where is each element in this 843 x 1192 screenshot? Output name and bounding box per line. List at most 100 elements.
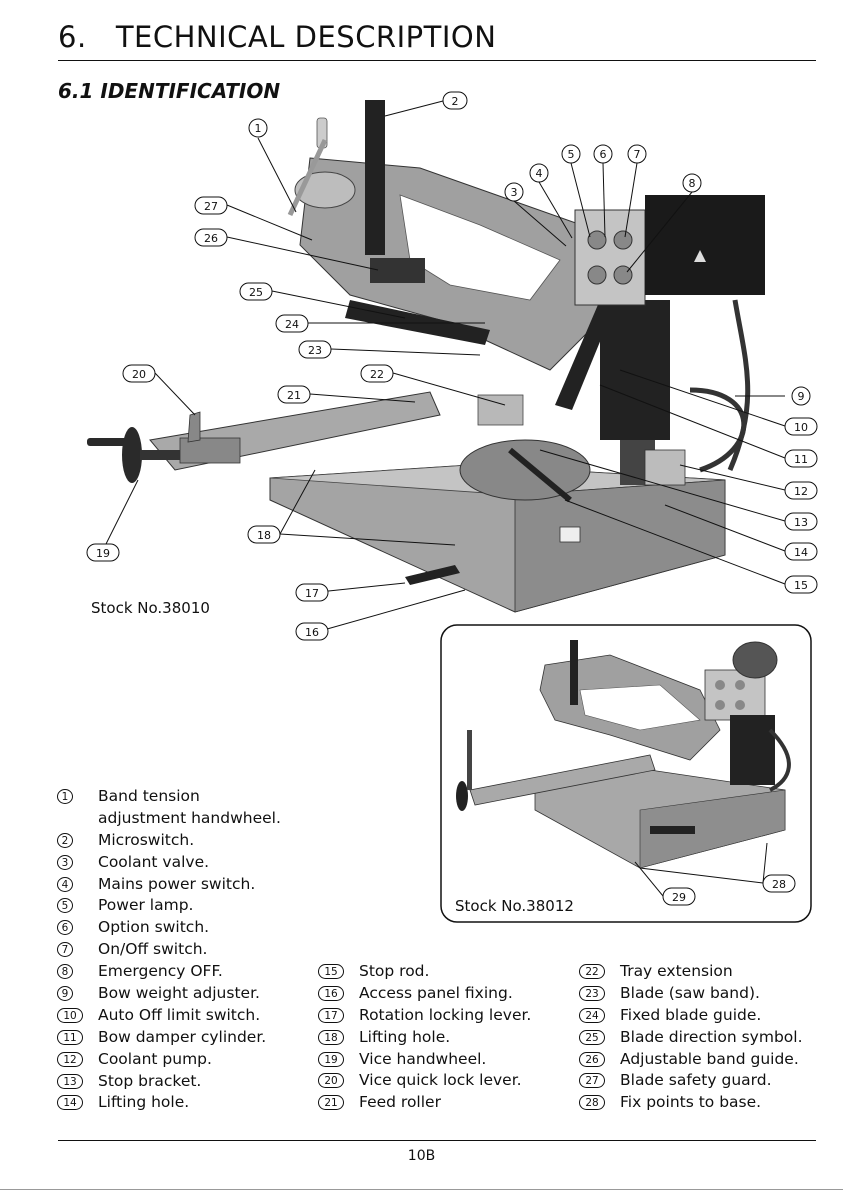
legend-text: Tray extension: [620, 962, 733, 980]
legend-number: 2: [57, 832, 73, 848]
callout-1: 1: [255, 122, 262, 135]
legend-text: Vice handwheel.: [359, 1049, 487, 1068]
callout-13: 13: [794, 516, 808, 529]
legend-text: Stop bracket.: [98, 1071, 202, 1090]
legend-item-1: 1 Band tension: [57, 786, 317, 808]
title-rule: [58, 60, 816, 61]
legend-item-16: 16 Access panel fixing.: [318, 983, 568, 1005]
legend-number: 20: [318, 1073, 344, 1089]
page-edge-line: [0, 1189, 843, 1190]
callout-18: 18: [257, 529, 271, 542]
legend-number: 5: [57, 898, 73, 914]
legend-text: Option switch.: [98, 918, 210, 937]
callout-29: 29: [672, 891, 686, 904]
legend-text: Coolant pump.: [98, 1049, 212, 1068]
callout-5: 5: [568, 148, 575, 161]
inset-callout-numbers: 29 28: [672, 878, 786, 904]
legend-text: Fixed blade guide.: [620, 1005, 762, 1024]
callout-15: 15: [794, 579, 808, 592]
legend-text: Stop rod.: [359, 962, 430, 980]
legend-text: adjustment handwheel.: [98, 808, 281, 827]
legend-number: 10: [57, 1007, 83, 1023]
legend-item-4: 4 Mains power switch.: [57, 874, 317, 896]
legend-number: 8: [57, 964, 73, 980]
callout-numbers: 1 2 3 4 5 6 7 8 9 10 11 12 13 14 15 16 1…: [96, 95, 808, 639]
legend-text: Power lamp.: [98, 896, 194, 915]
legend-text: Access panel fixing.: [359, 983, 513, 1002]
legend-number: 27: [579, 1073, 605, 1089]
legend-text: Mains power switch.: [98, 874, 256, 893]
legend-number: 14: [57, 1095, 83, 1111]
legend-text: Adjustable band guide.: [620, 1049, 799, 1068]
callout-7: 7: [634, 148, 641, 161]
legend-item-9: 9 Bow weight adjuster.: [57, 983, 317, 1005]
legend-item-14: 14 Lifting hole.: [57, 1092, 317, 1114]
inset-leader-lines: [634, 842, 768, 897]
legend-number: 17: [318, 1007, 344, 1023]
callout-19: 19: [96, 547, 110, 560]
callout-9: 9: [798, 390, 805, 403]
callout-2: 2: [452, 95, 459, 108]
legend-text: Vice quick lock lever.: [359, 1071, 522, 1090]
callout-6: 6: [600, 148, 607, 161]
inset-photo-caption: Stock No.38012: [455, 897, 574, 915]
callout-10: 10: [794, 421, 808, 434]
legend-text: Coolant valve.: [98, 852, 210, 871]
legend-item-22: 22 Tray extension: [579, 961, 829, 983]
callout-27: 27: [204, 200, 218, 213]
section-subtitle: 6.1 IDENTIFICATION: [58, 79, 281, 103]
legend-item-8: 8 Emergency OFF.: [57, 961, 317, 983]
legend-text: Auto Off limit switch.: [98, 1005, 261, 1024]
legend-text: Band tension: [98, 787, 200, 805]
callout-11: 11: [794, 453, 808, 466]
inset-photo: [440, 624, 812, 923]
callout-26: 26: [204, 232, 218, 245]
callout-12: 12: [794, 485, 808, 498]
legend-number: 1: [57, 789, 73, 804]
legend-number: 19: [318, 1051, 344, 1067]
legend-text: Bow weight adjuster.: [98, 984, 260, 1003]
legend-item-5: 5 Power lamp.: [57, 895, 317, 917]
callout-23: 23: [308, 344, 322, 357]
footer-rule: [58, 1140, 816, 1141]
legend-item-13: 13 Stop bracket.: [57, 1071, 317, 1093]
section-title: 6. TECHNICAL DESCRIPTION: [58, 20, 497, 54]
legend-number: 6: [57, 920, 73, 936]
callout-28: 28: [772, 878, 786, 891]
legend-number: 13: [57, 1073, 83, 1089]
callout-25: 25: [249, 286, 263, 299]
callout-markers: [86, 91, 818, 641]
legend-number: 22: [579, 964, 605, 979]
legend-number: 25: [579, 1029, 605, 1045]
callout-20: 20: [132, 368, 146, 381]
legend-text: Emergency OFF.: [98, 962, 223, 981]
main-machine-photo: [87, 100, 765, 613]
legend-item-19: 19 Vice handwheel.: [318, 1049, 568, 1071]
callout-17: 17: [305, 587, 319, 600]
legend-text: Lifting hole.: [98, 1093, 190, 1112]
callout-22: 22: [370, 368, 384, 381]
legend-number: 11: [57, 1029, 83, 1045]
legend-number: 9: [57, 986, 73, 1002]
legend-number: 4: [57, 876, 73, 892]
page-number: 10B: [407, 1148, 436, 1164]
legend-number: 16: [318, 985, 344, 1001]
legend-number: 28: [579, 1095, 605, 1111]
callout-8: 8: [689, 177, 696, 190]
legend-text: Rotation locking lever.: [359, 1005, 532, 1024]
